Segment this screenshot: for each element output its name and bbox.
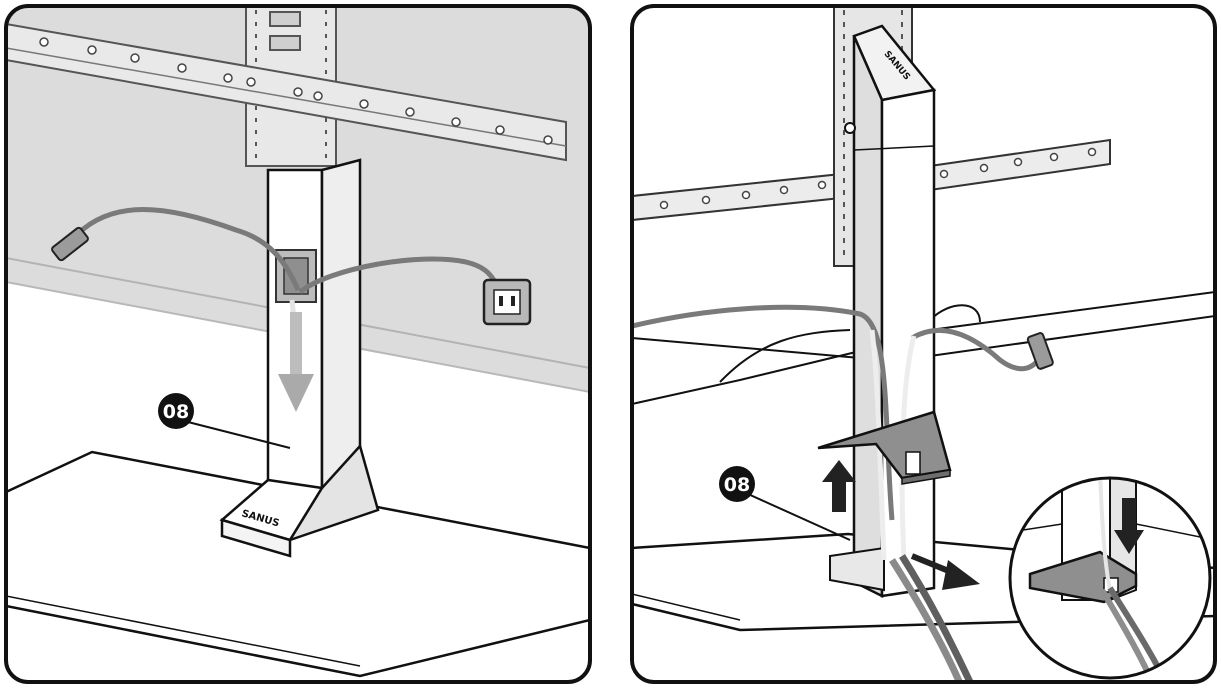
hdmi-plug (51, 226, 89, 262)
callout-leader-right (747, 493, 851, 541)
callout-leader-left (187, 421, 291, 449)
left-panel: SANUS (4, 4, 592, 684)
left-foot-cover: SANUS (219, 443, 380, 558)
horizontal-rail (6, 22, 567, 162)
tv-panel-outline (632, 291, 1215, 405)
right-horizontal-rail (632, 138, 1111, 222)
down-arrow-left (278, 312, 314, 412)
right-panel: SANUS (630, 4, 1217, 684)
left-panel-border (4, 4, 592, 684)
detail-inset (1008, 476, 1212, 680)
power-plug (482, 278, 532, 326)
callout-label-right: 08 (724, 474, 750, 496)
left-column (266, 158, 362, 490)
diagonal-arrow-right (910, 553, 980, 590)
right-hdmi-plug (1026, 332, 1054, 370)
right-panel-border (630, 4, 1217, 684)
up-arrow-right (822, 460, 856, 512)
callout-badge-right (719, 466, 755, 502)
left-base-plate (6, 450, 590, 678)
callout-label-left: 08 (163, 401, 189, 423)
callout-badge-left (158, 393, 194, 429)
cable-cover (817, 410, 952, 485)
